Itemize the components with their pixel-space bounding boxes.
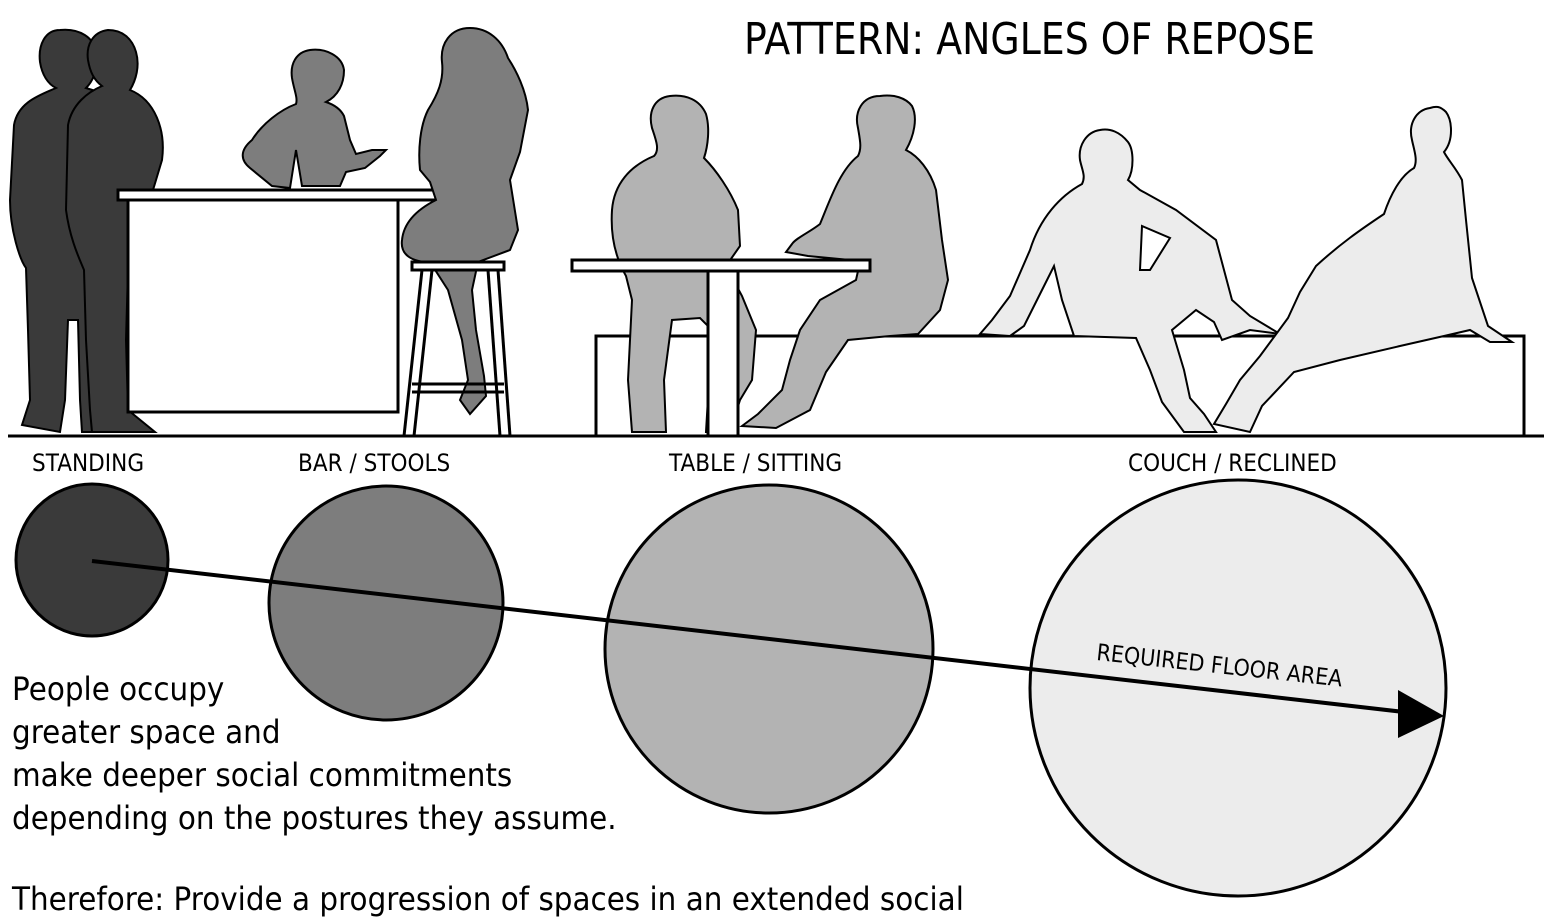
body-line-2: greater space and: [12, 713, 281, 751]
label-couch-reclined: COUCH / RECLINED: [1128, 449, 1337, 477]
floor-area-arrow: [91, 559, 1405, 714]
arrow-head: [1398, 690, 1444, 738]
diagram-canvas: [8, 26, 1544, 898]
bar-counter: [116, 188, 456, 414]
label-bar-stools: BAR / STOOLS: [298, 449, 451, 477]
body-line-3: make deeper social commitments: [12, 756, 513, 794]
standing-figures: [8, 28, 164, 434]
table-area-circle: [603, 483, 935, 815]
reclined-figures: [977, 105, 1516, 434]
couch-area-circle: [1028, 478, 1448, 898]
bar-area-circle: [267, 484, 505, 722]
body-line-1: People occupy: [12, 670, 225, 708]
bar-figures: [241, 26, 530, 416]
standing-area-circle: [14, 482, 170, 638]
dining-table: [570, 258, 872, 438]
therefore-line: Therefore: Provide a progression of spac…: [12, 880, 964, 918]
label-standing: STANDING: [32, 449, 145, 477]
label-table-sitting: TABLE / SITTING: [669, 449, 843, 477]
pattern-title: PATTERN: ANGLES OF REPOSE: [744, 14, 1316, 65]
body-line-4: depending on the postures they assume.: [12, 799, 617, 837]
bar-stool: [402, 260, 512, 437]
